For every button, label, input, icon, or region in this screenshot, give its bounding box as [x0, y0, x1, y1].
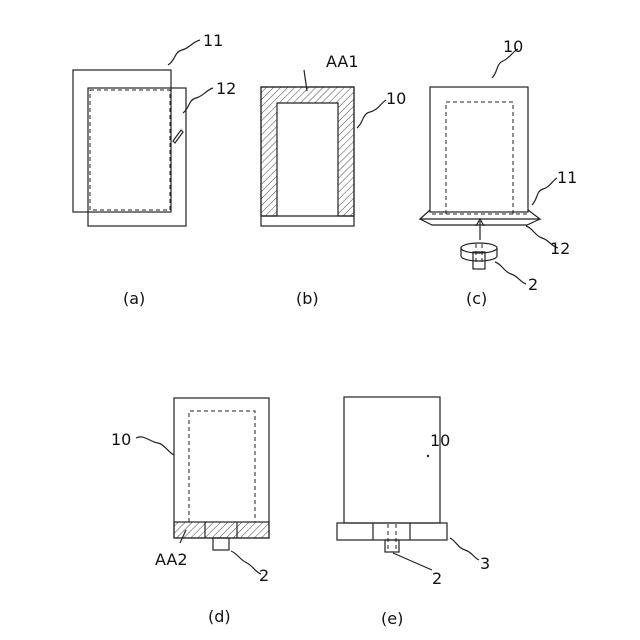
slit-mark [173, 130, 183, 143]
caption-d: (d) [208, 607, 231, 626]
base-3 [337, 523, 447, 540]
sheet-d-inner-dashed [189, 411, 255, 522]
flap-11 [420, 210, 540, 219]
panel-a: 11 12 (a) [73, 31, 236, 308]
label-2-c: 2 [528, 275, 538, 294]
label-aa1: AA1 [326, 52, 359, 71]
label-11-c: 11 [557, 168, 577, 187]
leader-2-d [231, 551, 261, 574]
spout-2-e [385, 540, 399, 552]
caption-b: (b) [296, 289, 319, 308]
label-12-c: 12 [550, 239, 570, 258]
seal-area-aa2 [174, 522, 269, 538]
leader-10-d [136, 437, 174, 455]
panel-b: AA1 10 (b) [261, 52, 406, 308]
caption-e: (e) [381, 609, 403, 628]
panel-c: 10 11 12 2 (c) [420, 37, 577, 308]
label-2-d: 2 [259, 566, 269, 585]
sheet-a-inner-dashed [90, 90, 170, 210]
label-10-c: 10 [503, 37, 523, 56]
seal-area-aa1 [261, 87, 354, 216]
sheet-10-outline-e [344, 397, 440, 523]
spout-2-d [213, 538, 229, 550]
leader-11-c [532, 178, 557, 205]
panel-e: 10 2 3 (e) [337, 397, 490, 628]
leader-11 [168, 40, 200, 65]
label-11: 11 [203, 31, 223, 50]
label-10-e: 10 [430, 431, 450, 450]
leader-3-e [450, 538, 479, 560]
leader-10-b [357, 100, 386, 128]
leader-dot-10-e [427, 455, 429, 457]
label-10-b: 10 [386, 89, 406, 108]
caption-c: (c) [466, 289, 487, 308]
label-2-e: 2 [432, 569, 442, 588]
label-aa2: AA2 [155, 550, 188, 569]
panel-d: 10 AA2 2 (d) [111, 398, 269, 626]
label-10-d: 10 [111, 430, 131, 449]
spout-2-c [461, 243, 497, 269]
leader-2-e [393, 553, 432, 570]
label-12: 12 [216, 79, 236, 98]
caption-a: (a) [123, 289, 145, 308]
leader-12 [183, 88, 213, 113]
label-3-e: 3 [480, 554, 490, 573]
leader-2-c [495, 262, 526, 284]
sheet-c-inner-dashed [446, 102, 513, 214]
